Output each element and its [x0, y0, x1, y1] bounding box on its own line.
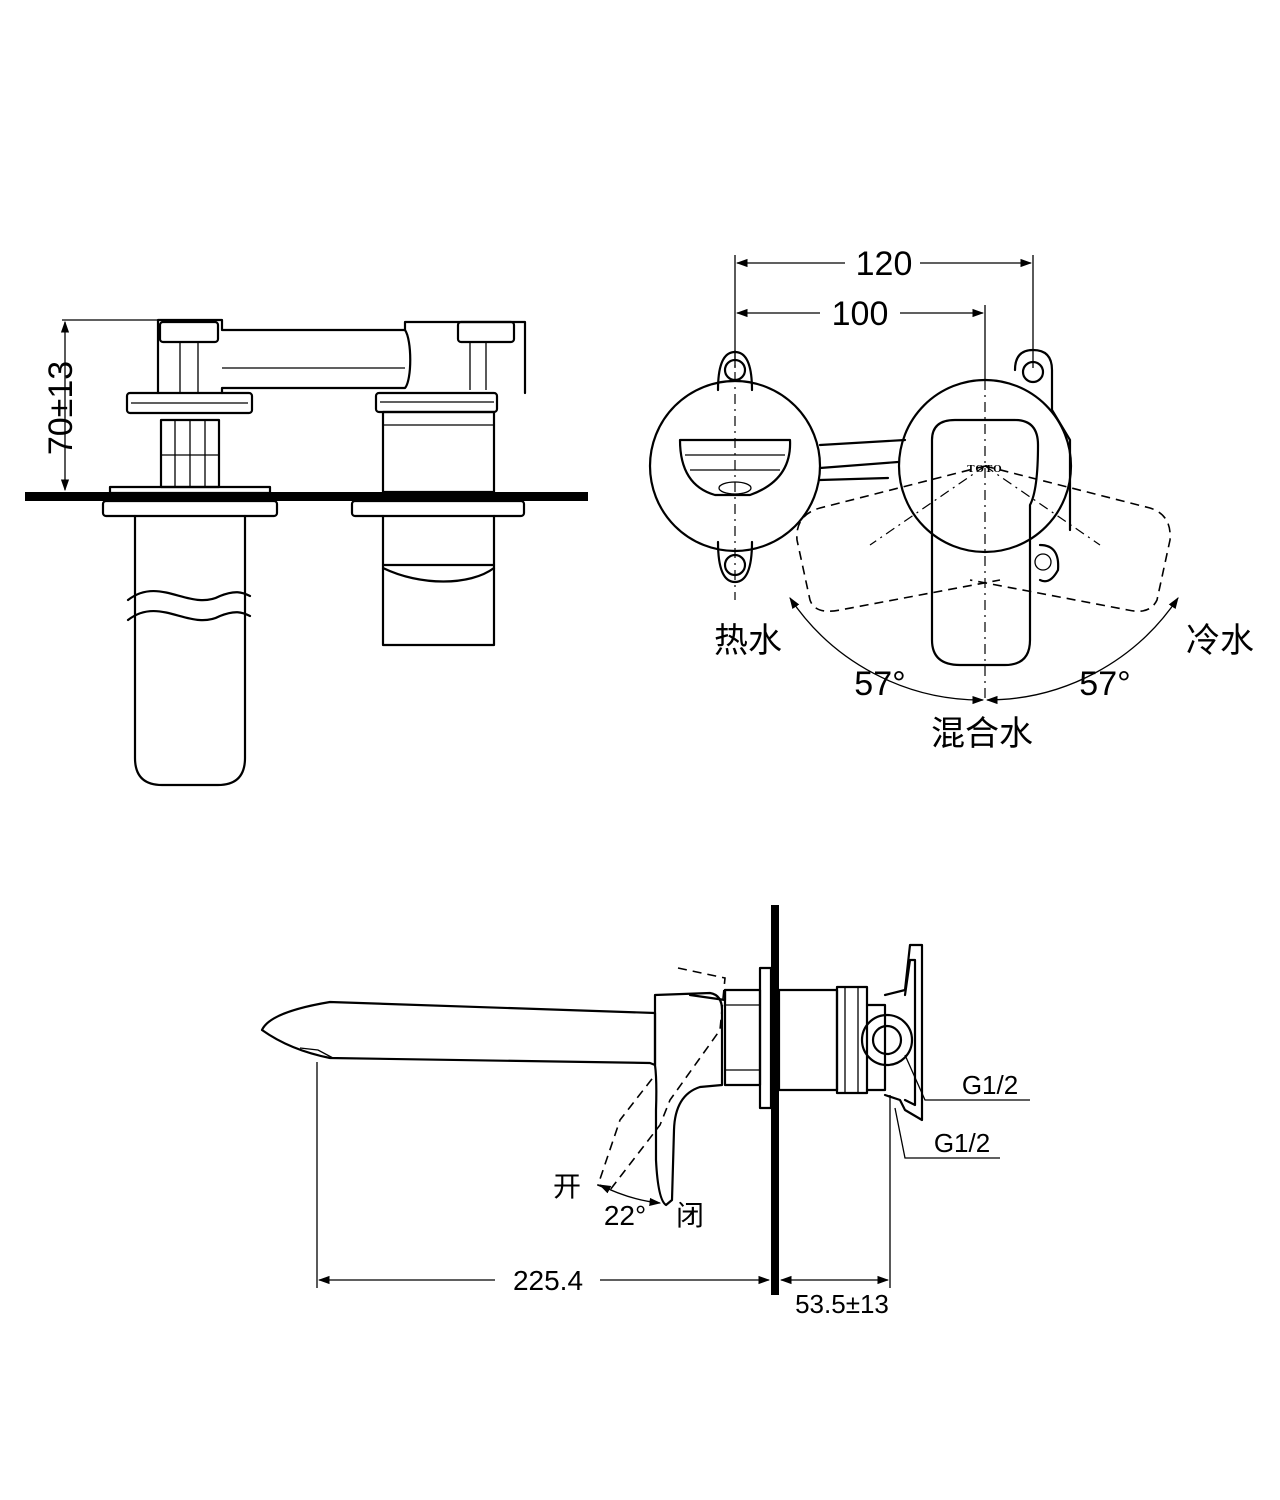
mounting-bracket [883, 943, 924, 1122]
left-nut [125, 391, 254, 415]
top-view: 120 100 TOTO [648, 245, 1254, 753]
cartridge-curve [381, 566, 496, 583]
leader-g-upper [904, 1054, 1030, 1101]
connector-arm [818, 438, 907, 482]
label-g-lower: G1/2 [934, 1128, 990, 1158]
side-lever-open [597, 967, 726, 1191]
body-neck [723, 988, 762, 1087]
left-clip [158, 320, 220, 344]
right-clip [456, 320, 516, 344]
break-line-lower [126, 609, 252, 622]
label-cold: 冷水 [1186, 622, 1254, 660]
angle-arc-right [985, 597, 1179, 705]
wall-surface [25, 492, 588, 501]
label-open: 开 [553, 1171, 581, 1202]
left-spout-cap [678, 438, 792, 497]
right-escutcheon [350, 499, 526, 518]
cartridge-upper [381, 514, 496, 567]
angle-right-label: 57° [1079, 665, 1130, 703]
label-mixed: 混合水 [931, 715, 1033, 753]
angle-arc-left [789, 597, 985, 705]
label-close: 闭 [676, 1200, 704, 1231]
handle-angle-label: 22° [604, 1200, 646, 1231]
side-escutcheon [758, 966, 773, 1110]
spout [260, 1000, 657, 1067]
dim-outer-label: 120 [856, 245, 913, 283]
inlet-inner [871, 1024, 903, 1056]
left-lug-bottom [716, 540, 754, 584]
right-nut [374, 391, 499, 414]
side-lever-closed [653, 991, 724, 1207]
right-lug-bottom [1038, 543, 1060, 583]
dim-spout-label: 225.4 [513, 1265, 583, 1296]
left-sleeve [133, 514, 247, 787]
dim-height-label: 70±13 [42, 361, 80, 455]
right-lug-top [1013, 348, 1072, 532]
left-escutcheon [101, 499, 279, 518]
side-wall [771, 905, 779, 1295]
valve-collar [835, 985, 869, 1095]
handle-cold-position [969, 465, 1171, 613]
dim-body-label: 53.5±13 [795, 1289, 889, 1319]
label-g-upper: G1/2 [962, 1070, 1018, 1100]
valve-body [777, 988, 839, 1092]
cartridge-lower [381, 563, 496, 647]
handle-angle-arc [598, 1184, 662, 1207]
side-view: 开 22° 闭 G1/2 G1/2 225.4 53.5±13 [260, 905, 1030, 1319]
dim-inner-label: 100 [832, 295, 889, 333]
label-hot: 热水 [714, 622, 782, 660]
leader-g-lower [894, 1107, 1000, 1159]
right-clip-frame [403, 320, 527, 395]
angle-left-label: 57° [854, 665, 905, 703]
front-view: 70±13 [25, 318, 588, 787]
break-line-upper [126, 589, 252, 602]
handle-hot-position [796, 465, 1001, 613]
mixing-bar [156, 318, 412, 395]
inlet-outer [860, 1013, 914, 1067]
right-body [381, 410, 496, 494]
